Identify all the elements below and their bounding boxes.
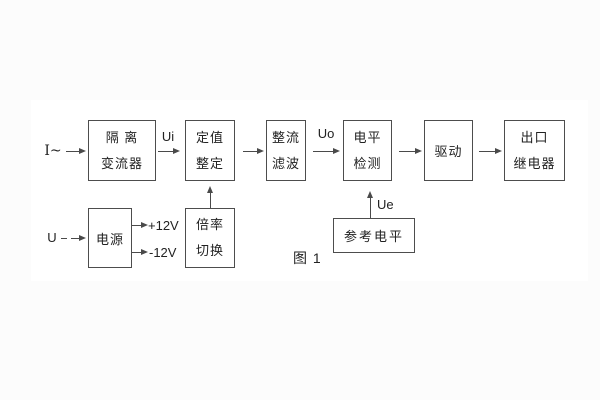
block-isolation-transformer: 隔 离 变流器	[88, 120, 156, 181]
arrow-reference-to-level	[367, 191, 373, 218]
input-current-label: I~	[44, 143, 62, 159]
arrow-isolation-to-setting	[158, 148, 180, 154]
voltage-input-dash	[61, 238, 67, 239]
arrow-rectifier-to-level	[313, 148, 340, 154]
block-setpoint-setting-line1: 定值	[195, 129, 224, 145]
block-isolation-transformer-line1: 隔 离	[105, 129, 139, 145]
block-isolation-transformer-line2: 变流器	[100, 155, 143, 171]
block-setpoint-setting-line2: 整定	[195, 155, 224, 171]
arrow-level-to-drive	[399, 148, 422, 154]
signal-plus12v-label: +12V	[148, 218, 179, 233]
signal-ue-label: Ue	[377, 197, 394, 212]
arrow-current-to-isolation	[66, 148, 86, 154]
signal-minus12v-label: -12V	[149, 245, 177, 260]
block-output-relay-line1: 出口	[520, 129, 549, 145]
block-rectifier-filter-line1: 整流	[271, 129, 300, 145]
block-power-supply-line1: 电源	[95, 231, 124, 247]
signal-uo-label: Uo	[317, 126, 335, 141]
figure-caption: 图 1	[293, 250, 322, 266]
signal-ui-label: Ui	[161, 129, 175, 144]
block-level-detection: 电平 检测	[343, 120, 392, 181]
block-drive-line1: 驱动	[434, 144, 463, 159]
input-voltage-label: U	[47, 230, 57, 245]
block-ratio-switching-line1: 倍率	[195, 217, 224, 232]
block-level-detection-line2: 检测	[353, 155, 382, 171]
arrow-setting-to-rectifier	[243, 148, 264, 154]
block-rectifier-filter: 整流 滤波	[266, 120, 306, 181]
block-level-detection-line1: 电平	[353, 129, 382, 145]
block-reference-level: 参考电平	[333, 218, 415, 253]
block-output-relay: 出口 继电器	[504, 120, 565, 181]
block-reference-level-line1: 参考电平	[343, 229, 404, 244]
block-output-relay-line2: 继电器	[513, 155, 556, 171]
arrow-power-minus12v	[132, 249, 148, 255]
block-power-supply: 电源	[88, 208, 132, 268]
block-setpoint-setting: 定值 整定	[185, 120, 235, 181]
block-drive: 驱动	[424, 120, 473, 181]
block-rectifier-filter-line2: 滤波	[271, 155, 300, 171]
arrow-voltage-to-power	[71, 235, 86, 241]
block-ratio-switching-line2: 切换	[195, 243, 224, 258]
block-ratio-switching: 倍率 切换	[185, 208, 235, 268]
arrow-power-plus12v	[132, 222, 148, 228]
arrow-drive-to-relay	[479, 148, 502, 154]
arrow-ratio-to-setting	[207, 186, 213, 208]
